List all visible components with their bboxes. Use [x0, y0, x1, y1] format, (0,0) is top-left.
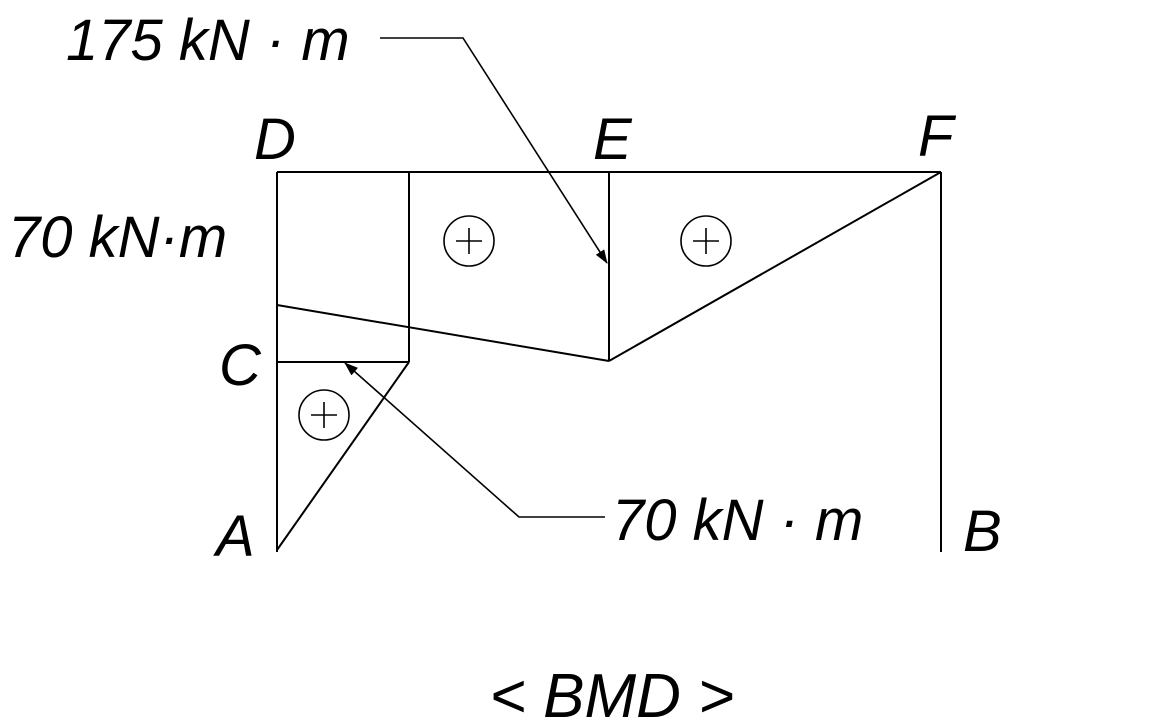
positive-sign-marker: +	[443, 215, 495, 267]
moment-label-70-column: 70 kN·m	[8, 205, 227, 270]
positive-sign-marker: +	[680, 215, 732, 267]
moment-label-70-c: 70 kN · m	[612, 488, 863, 553]
leader-line-max-moment	[380, 37, 608, 264]
beam-moment-slope-e-f	[608, 171, 942, 362]
diagram-title: < BMD >	[490, 662, 735, 726]
beam-moment-slope-d-e	[276, 304, 610, 362]
node-label-e: E	[593, 107, 633, 172]
column-moment-slope-a-c	[276, 361, 410, 551]
node-label-c: C	[219, 333, 262, 398]
positive-sign-marker: +	[298, 389, 350, 441]
leader-line-moment-at-c	[344, 362, 605, 518]
moment-label-175: 175 kN · m	[66, 8, 350, 73]
node-label-d: D	[254, 107, 296, 172]
node-label-a: A	[213, 504, 255, 569]
node-label-f: F	[918, 104, 957, 169]
node-label-b: B	[963, 499, 1002, 564]
